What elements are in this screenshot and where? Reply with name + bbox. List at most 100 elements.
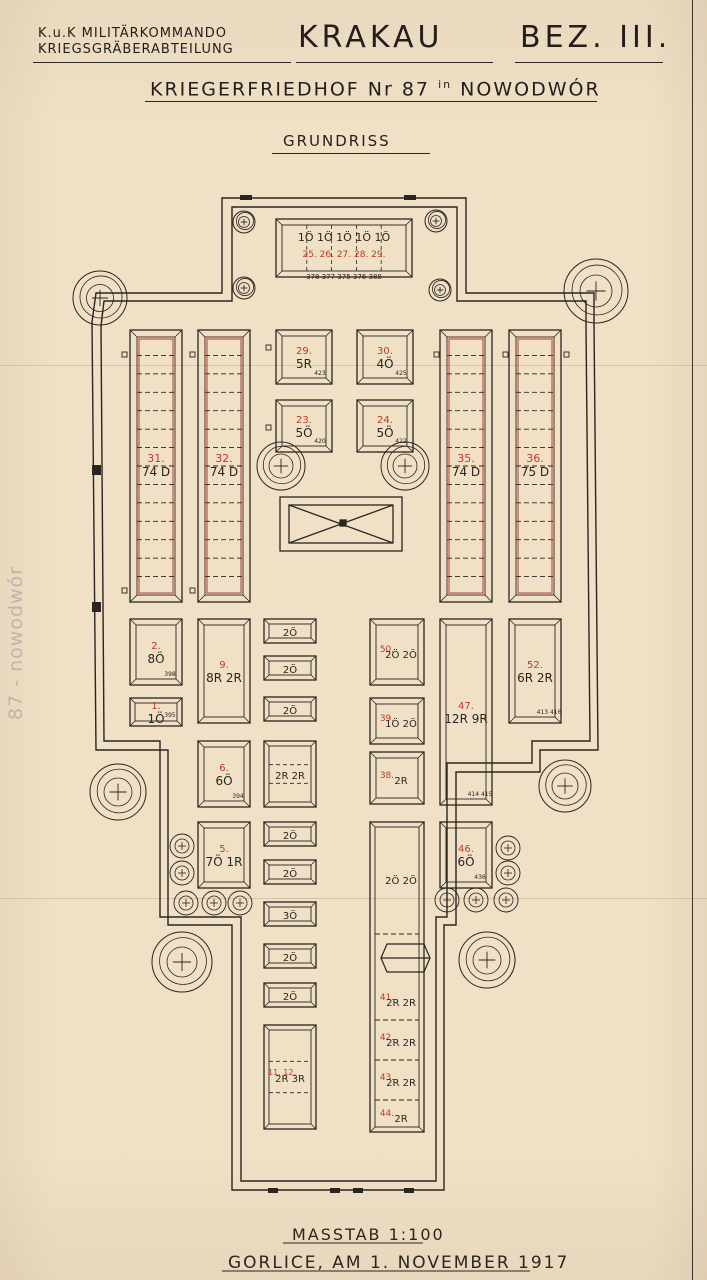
underline [272, 153, 430, 154]
plot-label: 2Ö [283, 867, 297, 880]
fold-line [0, 898, 707, 899]
plot-label: 1Ö 2Ö [385, 717, 417, 730]
grave-markers [121, 344, 570, 594]
sheet-border [692, 0, 693, 1280]
plot-label: 2R [394, 776, 407, 787]
center-column-frame [369, 821, 425, 1133]
plot-label: 2R 2R [386, 1078, 416, 1089]
tree-icon [424, 209, 448, 233]
plot-label: 38. [380, 771, 394, 781]
plot-label: 2Ö [283, 704, 297, 717]
plot-label: 8Ö [147, 650, 164, 666]
plot-label: 5R [296, 357, 312, 371]
plot-label: 2Ö [283, 663, 297, 676]
small-grave-plot: 2Ö [263, 821, 317, 847]
cross-marker [380, 943, 431, 973]
plot-label: 35. [457, 452, 475, 465]
plot-label: 12R 9R [444, 712, 487, 726]
plot-label: 2Ö [283, 829, 297, 842]
small-grave-plot: 2Ö [263, 859, 317, 885]
plot-label: 378 377 375 376 388 [306, 273, 382, 281]
grave-plot-long-1: 31.74 D [129, 329, 183, 603]
plot-label: 2Ö [283, 990, 297, 1003]
place-date-label: GORLICE, AM 1. NOVEMBER 1917 [228, 1253, 569, 1273]
plot-label: 30. [377, 346, 393, 357]
plot-label: 5. [219, 844, 229, 855]
tree-icon [72, 270, 128, 326]
tree-icon [232, 210, 256, 234]
small-grave-plot: 2R 2R [263, 740, 317, 808]
cemetery-place: NOWODWÓR [460, 78, 601, 101]
center-grave-plot: 43.2R 2R [375, 1073, 419, 1101]
grave-plot-long-3: 35.74 D [439, 329, 493, 603]
plot-label: 1Ö 1Ö 1Ö 1Ö 1Ö [298, 231, 391, 244]
plot-label: 2. [151, 641, 161, 652]
grave-plot-right-6r: 52.6R 2R 413 416 [508, 618, 562, 724]
plot-label: 414 415 [468, 791, 493, 798]
plot-label: 39. [380, 714, 394, 724]
gate-pillars [92, 195, 416, 1193]
cemetery-in: in [438, 78, 453, 91]
plot-label: 6Ö [457, 853, 474, 869]
underline [296, 62, 493, 63]
tree-icon [538, 759, 592, 813]
tree-icon [151, 931, 213, 993]
plot-label: 2R 2R [275, 771, 305, 782]
tree-icon [458, 931, 516, 989]
plot-label: 6Ö [215, 772, 232, 788]
header-cemetery: KRIEGERFRIEDHOF Nr 87 in NOWODWÓR [150, 78, 601, 100]
center-grave-plot: 39.1Ö 2Ö [369, 697, 425, 745]
center-grave-plot: 42.2R 2R [375, 1033, 419, 1061]
tree-icon [428, 278, 452, 302]
tree-icon [256, 441, 306, 491]
plot-label: 2R 2R [386, 1038, 416, 1049]
plot-label: 2R [394, 1114, 407, 1125]
plot-label: 29. [296, 346, 312, 357]
underline [33, 62, 291, 63]
center-grave-plot: 44.2R [375, 1109, 419, 1133]
plot-label: 2Ö 2Ö [385, 648, 417, 661]
plot-label: 5Ö [376, 424, 393, 440]
small-grave-plot: 2Ö [263, 618, 317, 644]
tree-icon [563, 258, 629, 324]
center-grave-plot: 41.2R 2R [375, 993, 419, 1021]
plot-label: 24. [377, 415, 393, 426]
plot-label: 75 D [521, 465, 549, 479]
tree-icon [380, 441, 430, 491]
plot-label: 25. 26. 27. 28. 29. [302, 250, 385, 260]
header-district: BEZ. III. [520, 20, 672, 55]
grave-plots: 1Ö 1Ö 1Ö 1Ö 1Ö 25. 26. 27. 28. 29. 378 377… [129, 218, 562, 889]
plot-label: 23. [296, 415, 312, 426]
small-grave-plot: 3Ö [263, 901, 317, 927]
shrub-icon [495, 860, 521, 886]
underline [515, 62, 663, 63]
grave-plot-left-7o: 5.7Ö 1R [197, 821, 251, 889]
plot-label: 52. [527, 660, 543, 671]
header-office-line2: KRIEGSGRÄBERABTEILUNG [38, 42, 234, 57]
plot-label: 2Ö 2Ö [385, 874, 417, 887]
plot-label: 8R 2R [206, 671, 242, 685]
center-grave-plot: 2Ö 2Ö [375, 874, 419, 935]
shrub-icon [463, 887, 489, 913]
scale-label: MASSTAB 1:100 [292, 1225, 445, 1244]
plot-label: 1. [151, 701, 161, 712]
plot-label: 32. [215, 452, 233, 465]
plot-label: 6R 2R [517, 671, 553, 685]
plot-label: 413 416 [537, 709, 562, 716]
small-grave-plot: 2Ö [263, 943, 317, 969]
shrub-icon [227, 890, 253, 916]
subtitle: GRUNDRISS [283, 132, 391, 150]
center-grave-plot: 38.2R [369, 751, 425, 805]
plot-label: 74 D [142, 465, 170, 479]
fold-line [0, 365, 707, 366]
plot-label: 5Ö [295, 424, 312, 440]
plot-label: 4Ö [376, 355, 393, 371]
cemetery-wall [91, 197, 599, 1191]
